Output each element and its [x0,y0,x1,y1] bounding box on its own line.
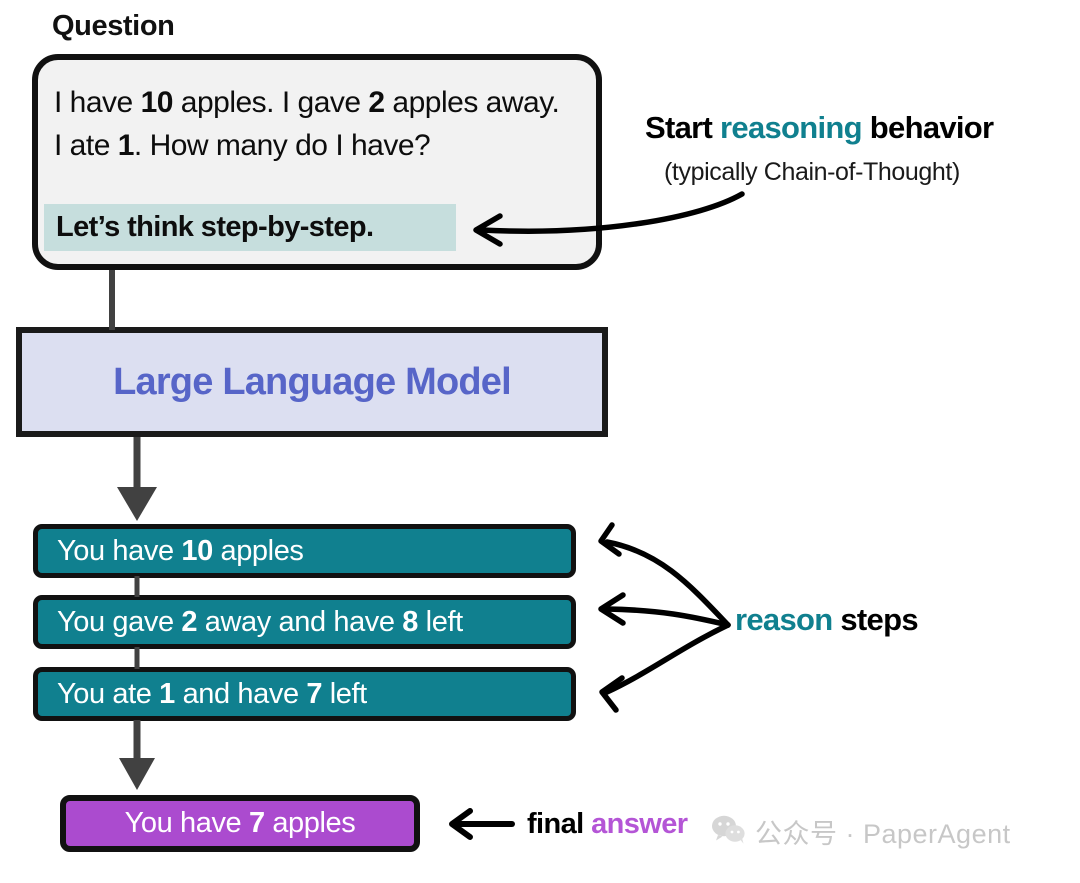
reasoning-title-pre: Start [645,110,721,145]
final-answer-annotation: final answer [527,808,688,841]
cot-trigger-highlight [44,204,456,251]
reason-step-text: You ate 1 and have 7 left [57,677,367,710]
large-language-model-box: Large Language Model [16,327,608,437]
question-prompt-text: I have 10 apples. I gave 2 apples away. … [54,82,574,167]
connector-steps-to-answer-head [119,758,155,790]
arrow-reason-steps-to-step-1-head [598,592,626,626]
reason-step-box: You ate 1 and have 7 left [33,667,576,721]
reason-steps-post: steps [832,602,918,637]
reasoning-title-post: behavior [861,110,994,145]
wechat-icon [712,814,746,849]
reason-step-text: You gave 2 away and have 8 left [57,605,463,638]
reason-steps-annotation: reason steps [735,602,919,638]
arrow-reason-steps-to-step-0 [604,539,731,628]
page-title: Question [52,10,175,42]
watermark: 公众号 · PaperAgent [712,812,1011,851]
prompt-num-10: 10 [140,86,174,119]
model-box-label: Large Language Model [113,360,512,403]
cot-trigger-text: Let’s think step-by-step. [56,211,374,243]
arrow-reason-steps-to-step-0-head [598,522,622,557]
reasoning-annotation-title: Start reasoning behavior [645,110,994,146]
prompt-num-1: 1 [117,128,135,162]
watermark-text: 公众号 · PaperAgent [755,819,1011,849]
prompt-seg-4: . How many do I have? [133,128,431,162]
final-answer-text: You have 7 apples [124,807,356,839]
final-answer-pre: final [527,808,592,840]
reason-steps-keyword: reason [735,602,833,637]
arrow-reason-steps-to-step-2 [604,622,731,695]
prompt-num-2: 2 [368,86,385,119]
reason-step-box: You gave 2 away and have 8 left [33,595,576,649]
final-answer-keyword: answer [591,808,688,840]
arrow-reason-steps-to-step-1 [604,606,731,628]
arrow-final-answer-head [449,808,473,840]
reasoning-title-keyword: reasoning [720,110,863,145]
prompt-seg-2: apples. I gave [172,86,369,119]
final-answer-box: You have 7 apples [60,795,420,852]
connector-model-to-steps-head [117,487,157,521]
prompt-seg-1: I have [54,86,141,119]
reason-step-box: You have 10 apples [33,524,576,578]
reason-step-text: You have 10 apples [57,534,304,567]
reasoning-annotation-subtitle: (typically Chain-of-Thought) [664,158,960,186]
prompt-seg-3: apples away. I ate [54,86,560,162]
arrow-reason-steps-to-step-2-head [599,675,625,713]
